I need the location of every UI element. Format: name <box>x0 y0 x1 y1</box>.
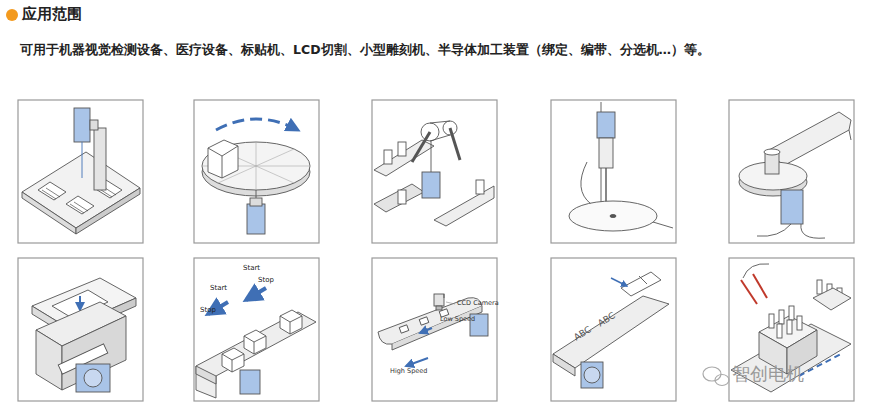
camera-label: CCD Camera <box>457 300 499 307</box>
speed-label: Low Speed <box>440 316 475 323</box>
transfer-arm-sketch <box>374 121 494 226</box>
rotary-arm-sketch <box>739 112 851 238</box>
needle-sketch <box>569 102 673 231</box>
watermark: 智创电机 <box>732 364 804 385</box>
xy-stage-sketch <box>32 278 136 392</box>
inspection-sketch <box>22 108 140 234</box>
watermark-icon <box>703 367 729 386</box>
rotary-table-sketch <box>202 119 310 234</box>
title-bullet <box>6 9 18 21</box>
labeler-sketch <box>553 272 669 388</box>
panel-frames <box>18 100 854 401</box>
conveyor-label: Stop <box>258 276 274 284</box>
section-title: 应用范围 <box>22 6 82 23</box>
conveyor-label: Stop <box>200 306 216 314</box>
conveyor-label: Start <box>210 284 227 292</box>
speed-label: High Speed <box>390 368 427 375</box>
bottle-rack-sketch <box>731 264 851 392</box>
conveyor-start-stop-sketch <box>196 288 316 398</box>
conveyor-label: Start <box>243 264 260 272</box>
description-text: 可用于机器视觉检测设备、医疗设备、标贴机、LCD切割、小型雕刻机、半导体加工装置… <box>20 43 710 57</box>
